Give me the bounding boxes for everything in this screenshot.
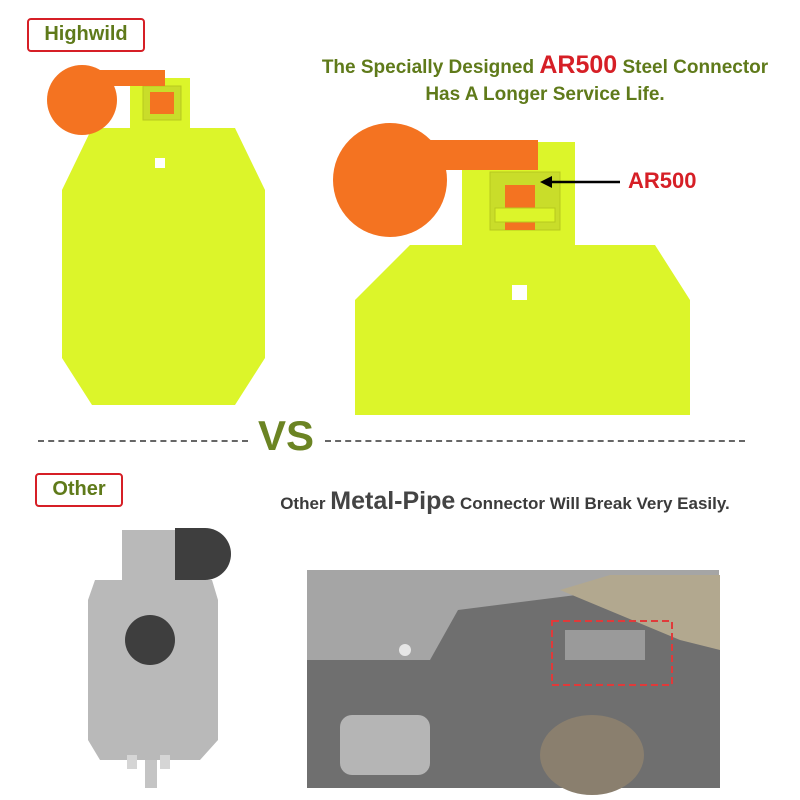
vs-label: VS bbox=[257, 412, 315, 459]
ar500-callout-label: AR500 bbox=[628, 168, 697, 193]
broken-connector-photo bbox=[307, 570, 720, 795]
headline-bottom-highlight: Metal-Pipe bbox=[330, 487, 456, 515]
highwild-target-small bbox=[47, 65, 265, 405]
other-tag: Other bbox=[35, 473, 123, 507]
divider-left bbox=[38, 440, 248, 442]
headline-bottom-pre: Other bbox=[280, 494, 331, 513]
headline-top-pre: The Specially Designed bbox=[321, 57, 540, 78]
divider-right bbox=[325, 440, 745, 442]
headline-top-highlight: AR500 bbox=[539, 51, 618, 79]
headline-top: The Specially Designed AR500 Steel Conne… bbox=[300, 52, 790, 108]
highwild-tag: Highwild bbox=[27, 18, 145, 52]
headline-bottom-post: Connector Will Break Very Easily. bbox=[455, 494, 730, 513]
highwild-target-zoomed bbox=[333, 123, 690, 415]
other-target bbox=[88, 528, 231, 788]
highlight-box bbox=[551, 620, 673, 686]
headline-top-post: Steel Connector bbox=[617, 57, 769, 78]
headline-bottom: Other Metal-Pipe Connector Will Break Ve… bbox=[250, 488, 760, 517]
headline-top-line2: Has A Longer Service Life. bbox=[425, 84, 665, 105]
